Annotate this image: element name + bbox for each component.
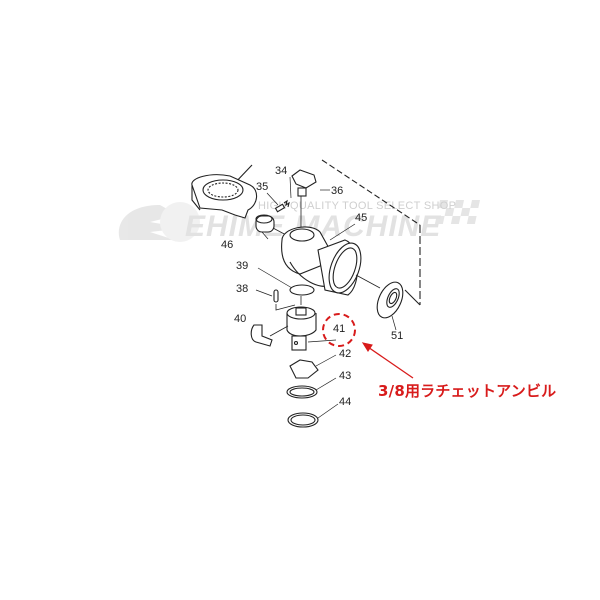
part-51-bearing	[376, 281, 404, 319]
part-46-block	[255, 214, 275, 233]
label-part-39: 39	[236, 260, 249, 272]
ehime-logo-icon	[118, 202, 200, 242]
part-36-knob	[291, 169, 317, 197]
label-part-46: 46	[221, 239, 234, 251]
watermark-tagline: HIGH QUALITY TOOL SELECT SHOP	[258, 200, 457, 212]
label-part-45: 45	[355, 212, 368, 224]
label-part-41: 41	[333, 323, 346, 335]
label-part-43: 43	[339, 370, 352, 382]
callout-arrow	[364, 344, 414, 379]
label-part-35: 35	[256, 181, 269, 193]
callout-ratchet-anvil: 3/8用ラチェットアンビル	[378, 382, 557, 400]
part-43-ring	[286, 385, 318, 399]
label-part-36: 36	[331, 185, 344, 197]
part-41-highlight-circle	[322, 313, 356, 347]
label-part-38: 38	[236, 283, 249, 295]
label-part-44: 44	[339, 396, 352, 408]
checkered-flag-icon	[434, 200, 480, 224]
label-part-40: 40	[234, 313, 247, 325]
ring-head-part	[191, 174, 258, 219]
part-35-pin	[274, 203, 286, 213]
part-40-pawl	[250, 324, 273, 347]
label-part-51: 51	[391, 330, 404, 342]
part-38-pin	[273, 289, 279, 303]
part-39-oring	[289, 284, 315, 296]
part-42-plate	[289, 359, 319, 379]
part-44-snap-ring	[287, 412, 319, 428]
label-part-34: 34	[275, 165, 288, 177]
part-41-ratchet-anvil	[286, 306, 317, 351]
label-part-42: 42	[339, 348, 352, 360]
part-34-spring	[283, 199, 290, 208]
part-45-housing	[281, 226, 362, 296]
